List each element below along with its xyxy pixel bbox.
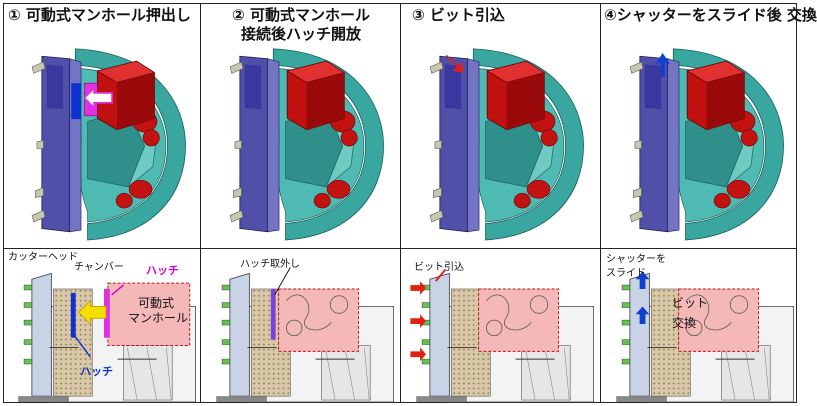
panel-grid [3,3,797,403]
label-shutter-slide-2: スライド [606,268,646,279]
figure-step-4 [629,48,784,241]
section-step-3 [410,268,595,403]
label-movable-manhole-2: マンホール [128,311,189,325]
divider [400,4,401,402]
label-hatch-top: ハッチ [146,264,179,277]
label-hatch-bottom: ハッチ [80,365,113,378]
section-step-2 [215,267,395,403]
step-2-title-line2: 接続後ハッチ開放 [240,25,361,43]
label-shutter-slide-1: シャッターを [606,254,666,265]
label-bit-retract: ビット引込 [414,262,464,273]
step-2-title: ② 可動式マンホール 接続後ハッチ開放 [203,6,399,44]
label-bit-1: ビット [672,296,709,310]
step-3-title: ③ ビット引込 [412,6,582,25]
step-1-title: ① 可動式マンホール押出し [8,6,198,25]
step-4-title-line1: ④シャッターをスライド後 交換 [604,6,817,24]
figure-step-1 [31,48,186,241]
divider [600,4,601,402]
step-1-title-line1: ① 可動式マンホール押出し [8,6,191,24]
step-4-title: ④シャッターをスライド後 交換 [604,6,817,25]
section-step-4 [615,271,795,403]
section-step-1 [17,272,197,403]
label-bit-2: 交換 [672,316,697,330]
label-movable-manhole-1: 可動式 [138,296,175,310]
label-hatch-removed: ハッチ取外し [240,259,300,270]
step-2-title-line1: ② 可動式マンホール [232,6,370,24]
divider [4,248,796,249]
figure-step-3 [429,48,584,241]
label-cutter-head: カッターヘッド [8,252,78,263]
divider [200,4,201,402]
figure-step-2 [229,48,384,241]
label-chamber: チャンバー [74,262,124,273]
step-3-title-line1: ③ ビット引込 [412,6,505,24]
